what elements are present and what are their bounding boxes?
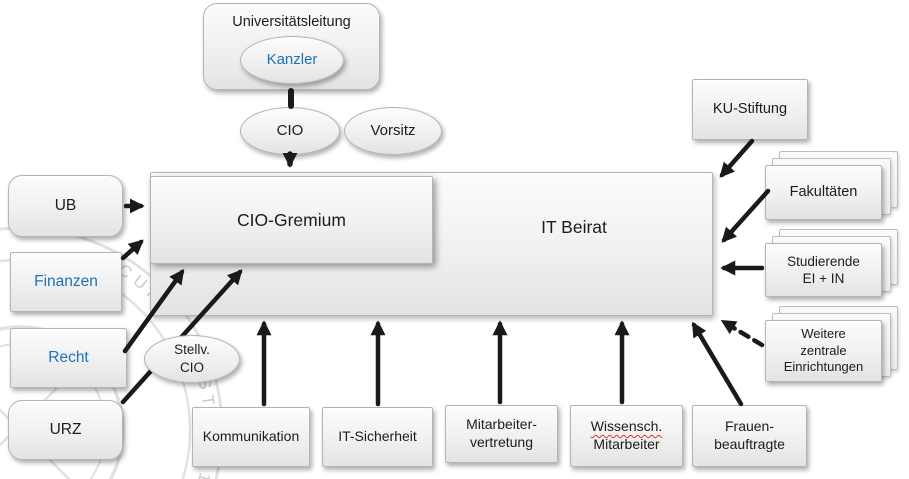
node-fakultaeten: Fakultäten	[765, 165, 882, 220]
node-cio: CIO	[240, 107, 340, 155]
node-ku-stiftung-label: KU-Stiftung	[712, 101, 788, 118]
node-weitere-line2: zentrale	[800, 342, 847, 358]
node-weitere-line3: Einrichtungen	[783, 359, 864, 375]
node-universitaetsleitung-label: Universitätsleitung	[232, 14, 351, 30]
node-urz-label: URZ	[49, 421, 82, 439]
node-fakultaeten-label: Fakultäten	[789, 184, 858, 201]
node-stellv-cio-line1: Stellv.	[174, 342, 210, 358]
node-cio-gremium-label: CIO-Gremium	[237, 209, 346, 230]
node-stellv-cio-line2: CIO	[179, 360, 204, 375]
node-mitarbeitervertretung-line2: vertretung	[469, 434, 534, 450]
node-recht-label: Recht	[48, 349, 89, 367]
node-kanzler-label: Kanzler	[266, 51, 318, 69]
node-kommunikation-label: Kommunikation	[202, 428, 300, 445]
node-finanzen: Finanzen	[10, 252, 122, 312]
node-frauenbeauftragte-line2: beauftragte	[714, 436, 785, 452]
node-stellv-cio: Stellv. CIO	[144, 335, 240, 383]
node-it-sicherheit-label: IT-Sicherheit	[338, 428, 417, 445]
node-frauenbeauftragte: Frauen- beauftragte	[692, 405, 807, 467]
node-vorsitz: Vorsitz	[344, 107, 442, 155]
node-studierende-line2: EI + IN	[802, 271, 845, 286]
node-weitere-zentrale-einrichtungen: Weitere zentrale Einrichtungen	[765, 320, 882, 382]
node-recht: Recht	[10, 328, 127, 388]
node-weitere-line1: Weitere	[801, 326, 846, 342]
node-kommunikation: Kommunikation	[192, 407, 310, 467]
node-ku-stiftung: KU-Stiftung	[692, 79, 808, 140]
node-studierende-line1: Studierende	[787, 253, 860, 269]
node-studierende: Studierende EI + IN	[765, 243, 882, 297]
node-mitarbeitervertretung-line1: Mitarbeiter-	[466, 416, 537, 433]
node-urz: URZ	[8, 400, 123, 460]
node-ub: UB	[8, 175, 123, 237]
node-wissensch-mitarbeiter: Wissensch. Mitarbeiter	[570, 405, 683, 467]
node-cio-label: CIO	[276, 122, 304, 140]
node-it-beirat-label: IT Beirat	[541, 217, 607, 237]
node-wissensch-line2: Mitarbeiter	[593, 436, 660, 452]
node-kanzler: Kanzler	[240, 36, 344, 84]
seal-inner-ring	[0, 325, 125, 479]
node-wissensch-line1: Wissensch.	[590, 418, 663, 435]
node-mitarbeitervertretung: Mitarbeiter- vertretung	[445, 405, 558, 463]
node-it-sicherheit: IT-Sicherheit	[322, 407, 433, 467]
node-vorsitz-label: Vorsitz	[370, 122, 416, 140]
node-frauenbeauftragte-line1: Frauen-	[724, 418, 775, 435]
node-ub-label: UB	[54, 197, 77, 215]
node-finanzen-label: Finanzen	[34, 273, 98, 291]
node-cio-gremium: CIO-Gremium	[150, 176, 433, 264]
